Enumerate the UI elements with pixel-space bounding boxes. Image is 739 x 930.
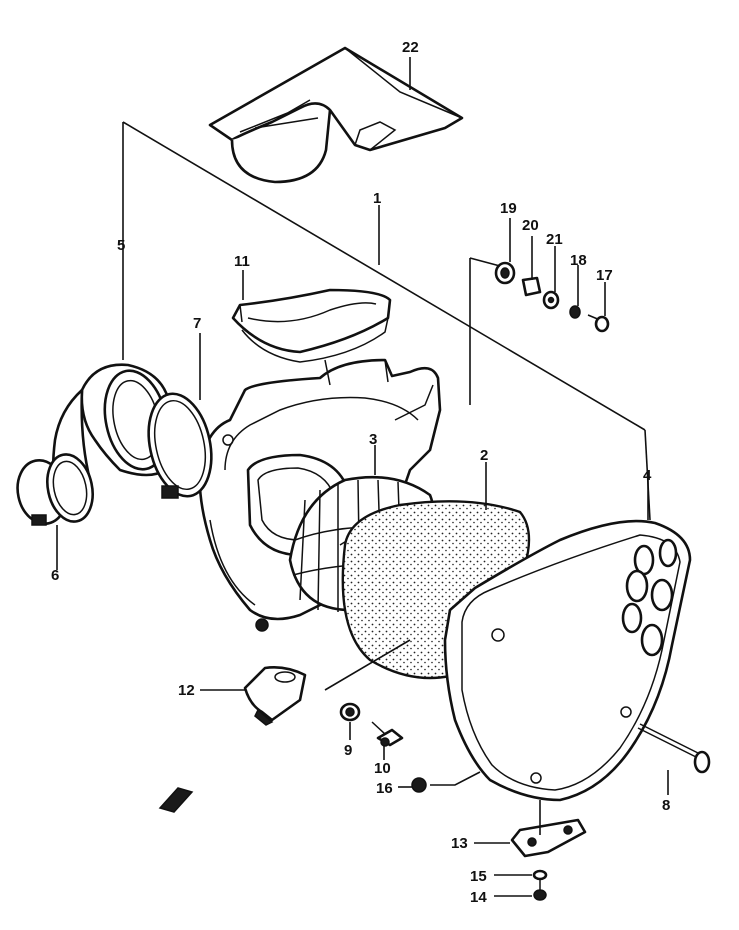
part-8-bolt	[637, 723, 711, 774]
part-13-bracket	[510, 818, 587, 858]
callout-14: 14	[470, 889, 487, 906]
callout-18: 18	[570, 252, 587, 269]
callout-9: 9	[344, 742, 352, 759]
part-9-grommet	[339, 702, 361, 722]
front-arrow-icon	[158, 787, 194, 813]
callout-6: 6	[51, 567, 59, 584]
part-6-clamp	[16, 453, 94, 526]
part-12-drain-cap	[243, 666, 307, 726]
part-20-collar	[521, 276, 542, 297]
callout-5: 5	[117, 237, 125, 254]
part-18-washer	[569, 305, 581, 319]
part-15-washer	[532, 869, 548, 881]
part-7-clamp	[147, 392, 213, 499]
part-11-cap	[231, 288, 392, 363]
part-4-side-cover	[443, 519, 692, 802]
callout-2: 2	[480, 447, 488, 464]
callout-15: 15	[470, 868, 487, 885]
callout-17: 17	[596, 267, 613, 284]
part-21-washer	[542, 290, 560, 310]
callout-13: 13	[451, 835, 468, 852]
callout-19: 19	[500, 200, 517, 217]
callout-11: 11	[234, 253, 250, 270]
callout-8: 8	[662, 797, 670, 814]
callout-10: 10	[374, 760, 391, 777]
part-10-wing-screw	[371, 721, 404, 747]
part-19-grommet	[494, 261, 516, 285]
callout-22: 22	[402, 39, 419, 56]
callout-1: 1	[373, 190, 381, 207]
callout-16: 16	[376, 780, 393, 797]
part-1-air-cleaner-case	[198, 358, 442, 632]
callout-labels: 22 1 5 11 7 19 20 21 18 17 3 2 4 6 12 9 …	[51, 39, 670, 906]
part-22-case-cover	[208, 46, 464, 184]
part-16-nut	[411, 777, 427, 793]
callout-3: 3	[369, 431, 377, 448]
callout-12: 12	[178, 682, 195, 699]
leader-lines	[56, 57, 669, 897]
part-17-bolt	[587, 314, 610, 333]
part-14-screw	[533, 878, 547, 901]
callout-7: 7	[193, 315, 201, 332]
callout-21: 21	[546, 231, 563, 248]
callout-20: 20	[522, 217, 539, 234]
callout-4: 4	[643, 467, 652, 484]
